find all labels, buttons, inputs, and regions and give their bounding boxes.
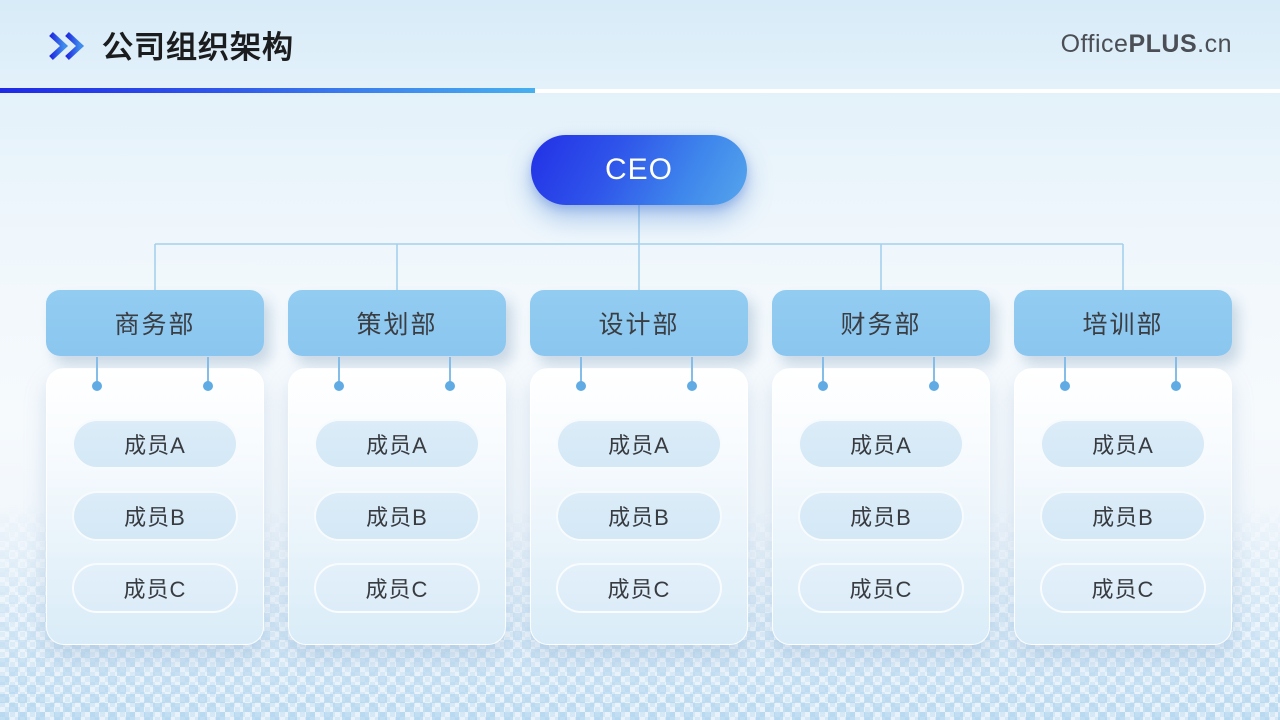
member-label: 成员C	[607, 577, 671, 602]
member-pill: 成员C	[72, 563, 238, 613]
member-pill: 成员C	[556, 563, 722, 613]
member-pill: 成员B	[314, 491, 480, 541]
department-column-business: 商务部 成员A 成员B 成员C	[46, 290, 264, 645]
connector-dot-icon	[686, 381, 697, 391]
connector-dot-icon	[444, 381, 455, 391]
department-node: 商务部	[46, 290, 264, 356]
member-pill: 成员A	[556, 419, 722, 469]
connector-dot-icon	[333, 381, 344, 391]
member-pill: 成员C	[798, 563, 964, 613]
member-label: 成员A	[366, 433, 428, 458]
ceo-label: CEO	[604, 153, 673, 186]
header-divider-gradient	[0, 88, 535, 93]
member-pill: 成员A	[314, 419, 480, 469]
member-label: 成员C	[1091, 577, 1155, 602]
department-node: 财务部	[772, 290, 990, 356]
department-column-design: 设计部 成员A 成员B 成员C	[530, 290, 748, 645]
slide-header: 公司组织架构 OfficePLUS.cn	[0, 0, 1280, 88]
department-node: 策划部	[288, 290, 506, 356]
connector-dot-icon	[1170, 381, 1181, 391]
member-label: 成员C	[123, 577, 187, 602]
member-list: 成员A 成员B 成员C	[773, 369, 989, 613]
member-card: 成员A 成员B 成员C	[772, 357, 990, 645]
member-card: 成员A 成员B 成员C	[46, 357, 264, 645]
connector-stem	[1174, 357, 1177, 382]
officeplus-logo: OfficePLUS.cn	[1061, 30, 1232, 59]
member-label: 成员A	[608, 433, 670, 458]
connector-dot-icon	[575, 381, 586, 391]
member-card: 成员A 成员B 成员C	[1014, 357, 1232, 645]
member-pill: 成员B	[72, 491, 238, 541]
member-label: 成员C	[365, 577, 429, 602]
connector-stem	[579, 357, 582, 382]
connector-stem	[448, 357, 451, 382]
member-list: 成员A 成员B 成员C	[289, 369, 505, 613]
double-chevron-icon	[49, 31, 85, 61]
member-list: 成员A 成员B 成员C	[531, 369, 747, 613]
connector-stem	[1063, 357, 1066, 382]
member-label: 成员B	[850, 505, 912, 530]
member-pill: 成员B	[556, 491, 722, 541]
member-card: 成员A 成员B 成员C	[288, 357, 506, 645]
member-label: 成员B	[124, 505, 186, 530]
member-label: 成员B	[608, 505, 670, 530]
connector-stem	[932, 357, 935, 382]
member-pill: 成员C	[1040, 563, 1206, 613]
member-pill: 成员A	[798, 419, 964, 469]
member-list: 成员A 成员B 成员C	[47, 369, 263, 613]
connector-stem	[206, 357, 209, 382]
department-label: 策划部	[356, 311, 438, 339]
member-list: 成员A 成员B 成员C	[1015, 369, 1231, 613]
department-column-finance: 财务部 成员A 成员B 成员C	[772, 290, 990, 645]
department-column-planning: 策划部 成员A 成员B 成员C	[288, 290, 506, 645]
department-label: 商务部	[114, 311, 196, 339]
member-label: 成员A	[124, 433, 186, 458]
logo-office: Office	[1060, 29, 1129, 58]
page-title: 公司组织架构	[102, 29, 294, 65]
member-label: 成员A	[850, 433, 912, 458]
department-label: 财务部	[840, 311, 922, 339]
member-label: 成员B	[366, 505, 428, 530]
connector-dot-icon	[1059, 381, 1070, 391]
connector-stem	[337, 357, 340, 382]
logo-plus: PLUS	[1128, 29, 1198, 58]
connector-dot-icon	[91, 381, 102, 391]
member-label: 成员A	[1092, 433, 1154, 458]
member-pill: 成员B	[1040, 491, 1206, 541]
department-node: 设计部	[530, 290, 748, 356]
logo-cn: .cn	[1197, 29, 1232, 58]
department-label: 培训部	[1082, 311, 1164, 339]
ceo-node: CEO	[531, 135, 747, 205]
member-pill: 成员C	[314, 563, 480, 613]
connector-stem	[821, 357, 824, 382]
member-pill: 成员A	[72, 419, 238, 469]
member-pill: 成员A	[1040, 419, 1206, 469]
member-label: 成员B	[1092, 505, 1154, 530]
department-label: 设计部	[598, 311, 680, 339]
member-pill: 成员B	[798, 491, 964, 541]
department-node: 培训部	[1014, 290, 1232, 356]
member-card: 成员A 成员B 成员C	[530, 357, 748, 645]
connector-stem	[690, 357, 693, 382]
connector-dot-icon	[817, 381, 828, 391]
connector-dot-icon	[202, 381, 213, 391]
header-divider-white	[535, 89, 1280, 93]
connector-stem	[95, 357, 98, 382]
department-column-training: 培训部 成员A 成员B 成员C	[1014, 290, 1232, 645]
member-label: 成员C	[849, 577, 913, 602]
connector-dot-icon	[928, 381, 939, 391]
